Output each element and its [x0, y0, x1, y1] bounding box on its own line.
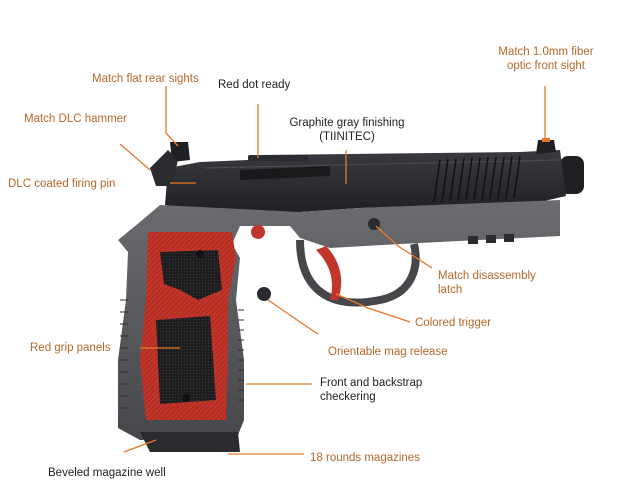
- logo-medallion: [251, 225, 265, 239]
- callout-checkering: Front and backstrap checkering: [320, 377, 423, 403]
- leader-trigger: [335, 293, 411, 323]
- callout-red-dot: Red dot ready: [218, 79, 291, 91]
- callout-rear-sights: Match flat rear sights: [92, 73, 199, 85]
- callout-trigger: Colored trigger: [415, 317, 492, 329]
- leader-disassembly: [375, 225, 433, 269]
- callout-mag-release: Orientable mag release: [328, 346, 448, 358]
- leader-hammer: [119, 143, 151, 171]
- leader-rear-sights: [165, 86, 179, 147]
- red-dot-plate: [248, 155, 308, 161]
- callout-grip: Red grip panels: [30, 342, 111, 354]
- callout-disassembly: Match disassembly latch: [438, 270, 536, 296]
- leader-mag-release: [267, 299, 319, 335]
- leader-mag-well: [123, 439, 157, 453]
- barrel-muzzle: [560, 156, 584, 194]
- front-sight: [536, 140, 556, 154]
- callout-firing-pin: DLC coated firing pin: [8, 178, 116, 190]
- rear-serrations: [433, 155, 521, 203]
- callout-magazines: 18 rounds magazines: [310, 452, 420, 464]
- callout-mag-well: Beveled magazine well: [48, 467, 166, 479]
- trigger-guard: [296, 239, 420, 307]
- hammer: [150, 150, 178, 186]
- callout-hammer: Match DLC hammer: [24, 113, 127, 125]
- callout-graphite: Graphite gray finishing (TIINITEC): [289, 117, 405, 143]
- accessory-rail: [468, 234, 514, 244]
- mag-release: [257, 287, 271, 301]
- callout-front-sight: Match 1.0mm fiber optic front sight: [498, 46, 594, 72]
- trigger: [316, 246, 342, 300]
- magazine-base: [140, 432, 240, 452]
